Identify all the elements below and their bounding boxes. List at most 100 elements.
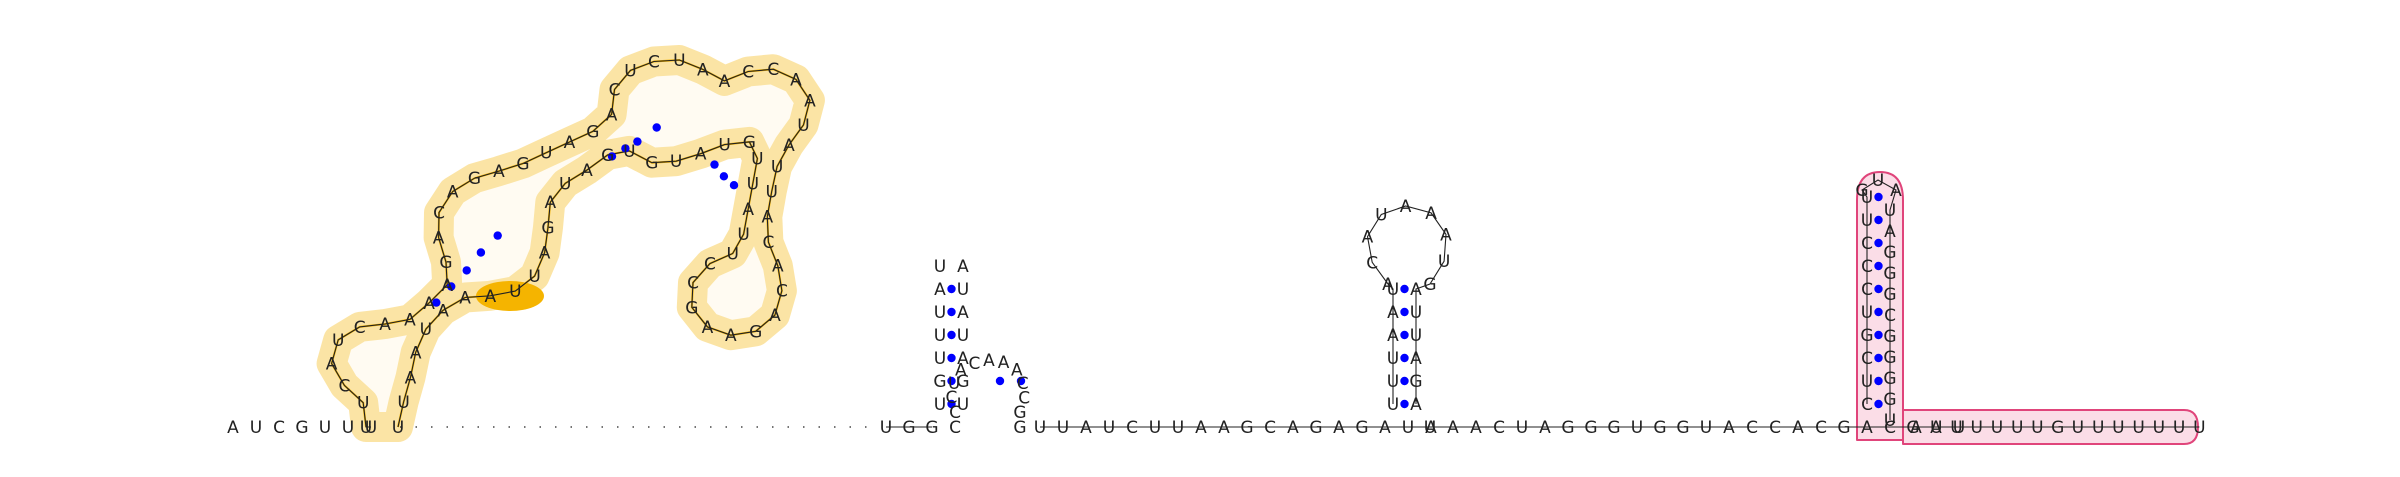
nucleotide-domain-1: U [420, 320, 432, 340]
nucleotide-domain-1: A [379, 315, 391, 335]
nucleotide-spacer: U [1516, 418, 1528, 438]
nucleotide-hairpin-a: G [956, 372, 969, 392]
base-pair-dot [995, 376, 1005, 386]
nucleotide-domain-1: G [586, 122, 599, 142]
nucleotide-domain-2-loop: U [1872, 171, 1884, 191]
nucleotide-domain-1: A [459, 289, 471, 309]
nucleotide-middle: G [1240, 418, 1253, 438]
nucleotide-hairpin-a: A [957, 257, 969, 277]
nucleotide-domain-1: A [447, 183, 459, 203]
nucleotide-domain-2: C [1861, 234, 1873, 254]
nucleotide-domain-1: U [623, 142, 635, 162]
nucleotide-trailer: U [2132, 418, 2144, 438]
nucleotide-hairpin-b: A [1011, 360, 1023, 380]
nucleotide-spacer: G [1837, 418, 1850, 438]
nucleotide-hairpin-a: A [934, 280, 946, 300]
nucleotide-domain-2: C [1861, 257, 1873, 277]
backbone-hairpin-c [1366, 205, 1447, 404]
nucleotide-middle: C [1264, 418, 1276, 438]
nucleotide-domain-1: U [797, 116, 809, 136]
nucleotide-spacer: A [1447, 418, 1459, 438]
nucleotide-hairpin-c-loop: U [1438, 252, 1450, 272]
nucleotide-middle: A [1080, 418, 1092, 438]
nucleotide-linker: U [880, 418, 892, 438]
nucleotide-hairpin-c-loop: A [1362, 228, 1374, 248]
nucleotide-hairpin-b: C [968, 354, 980, 374]
nucleotide-hairpin-c-loop: A [1400, 197, 1412, 217]
base-pair-dot [1874, 399, 1883, 409]
nucleotide-domain-1: A [433, 229, 445, 249]
nucleotide-domain-2: U [1861, 211, 1873, 231]
base-pair-dot [947, 284, 956, 294]
nucleotide-domain-1: U [726, 245, 738, 265]
nucleotide-middle: A [1379, 418, 1391, 438]
nucleotide-domain-2: U [1861, 188, 1873, 208]
nucleotide-domain-1: A [441, 276, 453, 296]
nucleotide-middle: A [1195, 418, 1207, 438]
nucleotide-spacer: G [1906, 418, 1919, 438]
nucleotide-spacer: C [1493, 418, 1505, 438]
nucleotide-hairpin-b: A [955, 361, 967, 381]
nucleotide-spacer: U [1700, 418, 1712, 438]
nucleotide-domain-1: C [648, 53, 660, 73]
nucleotide-leader: U [250, 418, 262, 438]
nucleotide-hairpin-c: A [1387, 326, 1399, 346]
nucleotide-hairpin-b: C [949, 418, 961, 438]
nucleotide-domain-1: G [743, 133, 756, 153]
nucleotide-trailer: U [2072, 418, 2084, 438]
nucleotide-trailer: A [1910, 418, 1922, 438]
nucleotide-hairpin-c: A [1387, 303, 1399, 323]
nucleotide-hairpin-a: A [957, 303, 969, 323]
base-pair-dot [947, 307, 956, 317]
nucleotide-domain-1: U [673, 51, 685, 71]
nucleotide-hairpin-a: U [934, 349, 946, 369]
nucleotide-spacer: A [1470, 418, 1482, 438]
nucleotide-hairpin-c: U [1387, 349, 1399, 369]
nucleotide-hairpin-c-loop: C [1366, 253, 1378, 273]
base-pair-dot [1400, 376, 1409, 386]
nucleotide-domain-2: U [1861, 372, 1873, 392]
nucleotide-domain-2: G [1883, 390, 1896, 410]
nucleotide-domain-1: U [357, 394, 369, 414]
nucleotide-domain-2: C [1861, 280, 1873, 300]
base-pair-dot [1874, 261, 1883, 271]
nucleotide-hairpin-c: U [1410, 303, 1422, 323]
nucleotide-middle: A [1218, 418, 1230, 438]
nucleotide-domain-1: A [564, 133, 576, 153]
nucleotide-domain-1: A [484, 287, 496, 307]
nucleotide-domain-2: C [1884, 306, 1896, 326]
base-pair-dot [947, 353, 956, 363]
nucleotide-hairpin-a: U [934, 395, 946, 415]
nucleotide-hairpin-c: U [1410, 326, 1422, 346]
base-pair-dot [729, 181, 739, 190]
nucleotide-domain-1: A [581, 161, 593, 181]
nucleotide-domain-2: U [1861, 303, 1873, 323]
nucleotide-middle: A [1287, 418, 1299, 438]
nucleotide-domain-1: A [772, 257, 784, 277]
nucleotide-domain-1: U [747, 175, 759, 195]
base-pair-dot [947, 330, 956, 340]
nucleotide-domain-2: G [1883, 327, 1896, 347]
nucleotide-spacer: C [1769, 418, 1781, 438]
nucleotide-domain-1: C [354, 318, 366, 338]
nucleotide-spacer: G [1584, 418, 1597, 438]
nucleotide-hairpin-c-loop: A [1425, 204, 1437, 224]
nucleotide-domain-1: A [761, 208, 773, 228]
base-pair-dot [607, 152, 617, 161]
nucleotide-domain-1: U [360, 418, 372, 438]
nucleotide-trailer: U [1970, 418, 1982, 438]
nucleotide-domain-1: A [606, 105, 618, 125]
nucleotide-domain-1: A [725, 326, 737, 346]
nucleotide-spacer: A [1723, 418, 1735, 438]
nucleotide-trailer: U [2153, 418, 2165, 438]
nucleotide-hairpin-b: C [1018, 388, 1030, 408]
nucleotide-middle: U [1402, 418, 1414, 438]
backbone-domain-2 [1861, 179, 1897, 420]
nucleotide-domain-1: U [397, 393, 409, 413]
base-pair-dot [1874, 353, 1883, 363]
nucleotide-trailer: U [2092, 418, 2104, 438]
nucleotide-hairpin-c-loop: G [1423, 275, 1436, 295]
nucleotide-domain-1: A [423, 294, 435, 314]
